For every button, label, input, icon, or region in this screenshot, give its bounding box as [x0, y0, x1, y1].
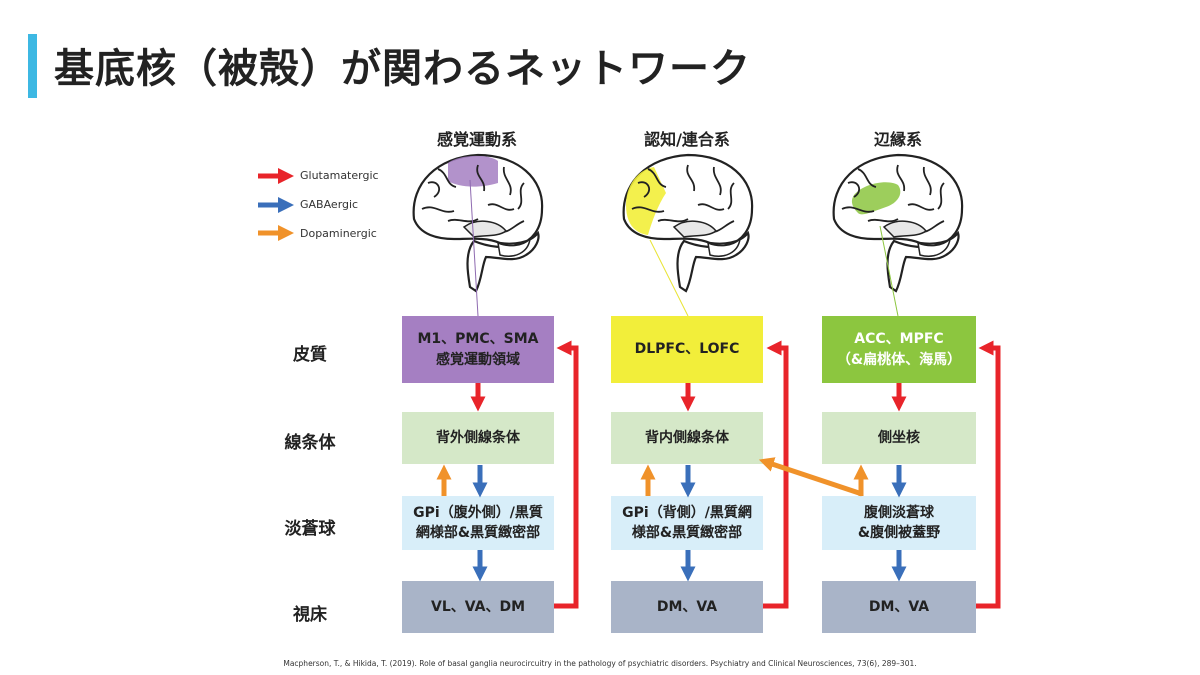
- limbic-dopamine-to-assoc-striatum-arrow: [758, 457, 863, 497]
- title-accent-bar: [28, 34, 37, 98]
- motor-pallidum-line-1: GPi（腹外側）/黒質: [413, 504, 543, 521]
- limbic-cortex-line-1: ACC、MPFC: [854, 331, 944, 348]
- brain-icon-limbic: [832, 153, 964, 293]
- column-heading-sensorimotor: 感覚運動系: [436, 130, 517, 149]
- page-title: 基底核（被殻）が関わるネットワーク: [54, 46, 751, 92]
- assoc-pallidum-line-1: GPi（背側）/黒質網: [622, 504, 752, 521]
- row-label-striatum: 線条体: [284, 433, 336, 453]
- assoc-thalamus-box: DM、VA: [611, 581, 763, 633]
- motor-thalamus-label: VL、VA、DM: [430, 598, 526, 615]
- motor-pallidum-box: GPi（腹外側）/黒質網様部&黒質緻密部: [402, 496, 554, 550]
- motor-pallidum-line-2: 網様部&黒質緻密部: [415, 525, 541, 541]
- limbic-pallidum-line-2: &腹側被蓋野: [857, 525, 941, 541]
- motor-striatum-box: 背外側線条体: [402, 412, 554, 464]
- assoc-pallidum-line-2: 様部&黒質緻密部: [631, 525, 743, 541]
- motor-striatum-label: 背外側線条体: [436, 429, 520, 446]
- row-label-thalamus: 視床: [293, 605, 327, 625]
- assoc-cortex-label: DLPFC、LOFC: [634, 341, 740, 358]
- limbic-striatum-label: 側坐核: [878, 429, 920, 446]
- limbic-cortex-line-2: （&扁桃体、海馬）: [836, 351, 962, 368]
- assoc-thalamus-label: DM、VA: [656, 598, 718, 615]
- limbic-pallidum-box: 腹側淡蒼球&腹側被蓋野: [822, 496, 976, 550]
- brain-connector-associative: [649, 239, 689, 317]
- brain-connector-limbic: [879, 225, 899, 317]
- assoc-thalamus-to-cortex-arrow: [763, 340, 789, 609]
- limbic-thalamus-box: DM、VA: [822, 581, 976, 633]
- citation: Macpherson, T., & Hikida, T. (2019). Rol…: [283, 659, 917, 668]
- motor-cortex-line-2: 感覚運動領域: [436, 351, 520, 368]
- assoc-cortex-box: DLPFC、LOFC: [611, 316, 763, 383]
- assoc-striatum-box: 背内側線条体: [611, 412, 763, 464]
- limbic-striatum-box: 側坐核: [822, 412, 976, 464]
- brain-connector-sensorimotor: [469, 179, 479, 317]
- legend-glutamatergic-label: Glutamatergic: [300, 169, 379, 182]
- legend-gabaergic-label: GABAergic: [300, 198, 359, 211]
- legend-dopaminergic-label: Dopaminergic: [300, 227, 377, 240]
- limbic-thalamus-label: DM、VA: [868, 598, 930, 615]
- row-label-cortex: 皮質: [293, 345, 327, 365]
- limbic-pallidum-line-1: 腹側淡蒼球: [864, 504, 934, 521]
- limbic-thalamus-to-cortex-arrow: [976, 340, 1001, 609]
- column-heading-limbic: 辺縁系: [873, 130, 922, 149]
- brain-icon-associative: [622, 153, 754, 293]
- motor-thalamus-box: VL、VA、DM: [402, 581, 554, 633]
- motor-cortex-line-1: M1、PMC、SMA: [417, 331, 539, 348]
- motor-thalamus-to-cortex-arrow: [554, 340, 579, 609]
- brain-icon-sensorimotor: [412, 153, 544, 293]
- column-heading-associative: 認知/連合系: [644, 130, 730, 149]
- assoc-striatum-label: 背内側線条体: [645, 429, 729, 446]
- assoc-pallidum-box: GPi（背側）/黒質網様部&黒質緻密部: [611, 496, 763, 550]
- limbic-cortex-box: ACC、MPFC （&扁桃体、海馬）: [822, 316, 976, 383]
- row-label-pallidum: 淡蒼球: [284, 519, 336, 539]
- motor-cortex-box: M1、PMC、SMA 感覚運動領域: [402, 316, 554, 383]
